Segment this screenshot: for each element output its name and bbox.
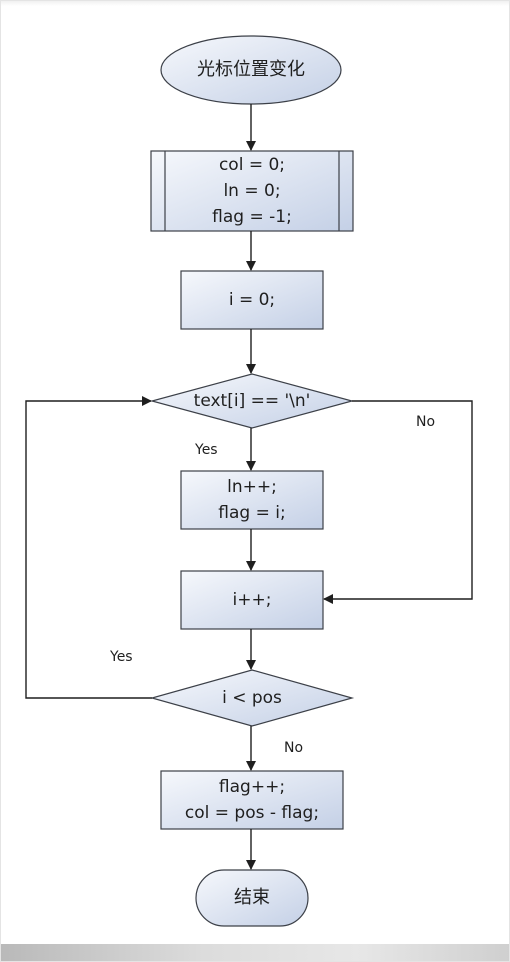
update-box: [180, 470, 324, 530]
finish-line-1: flag++;: [218, 777, 286, 797]
increment-label: i++;: [232, 590, 272, 610]
init-line-2: ln = 0;: [223, 181, 281, 201]
init-line-3: flag = -1;: [212, 207, 292, 227]
newline-yes-label: Yes: [195, 442, 218, 458]
init-line-1: col = 0;: [218, 155, 286, 175]
top-shadow: [0, 0, 510, 6]
pos-condition-label: i < pos: [222, 688, 282, 708]
loop-yes-label: Yes: [110, 649, 133, 665]
loop-no-label: No: [284, 740, 304, 756]
newline-no-label: No: [416, 414, 436, 430]
end-terminator: [195, 869, 309, 927]
pos-decision: [149, 669, 355, 727]
finish-line-2: col = pos - flag;: [184, 803, 320, 823]
set-i-label: i = 0;: [228, 290, 276, 310]
arrow-loop-yes: [25, 396, 152, 699]
newline-condition-label: text[i] == '\n': [193, 391, 311, 411]
end-label: 结束: [234, 887, 270, 908]
finish-box: [160, 770, 344, 830]
update-line-2: flag = i;: [218, 503, 286, 523]
bottom-shadow: [0, 944, 510, 962]
arrow-newline-no: [323, 400, 473, 604]
init-process-box: [150, 150, 354, 232]
update-line-1: ln++;: [227, 477, 277, 497]
newline-decision: [149, 373, 355, 429]
set-i-box: [180, 270, 324, 330]
start-label: 光标位置变化: [197, 59, 305, 80]
